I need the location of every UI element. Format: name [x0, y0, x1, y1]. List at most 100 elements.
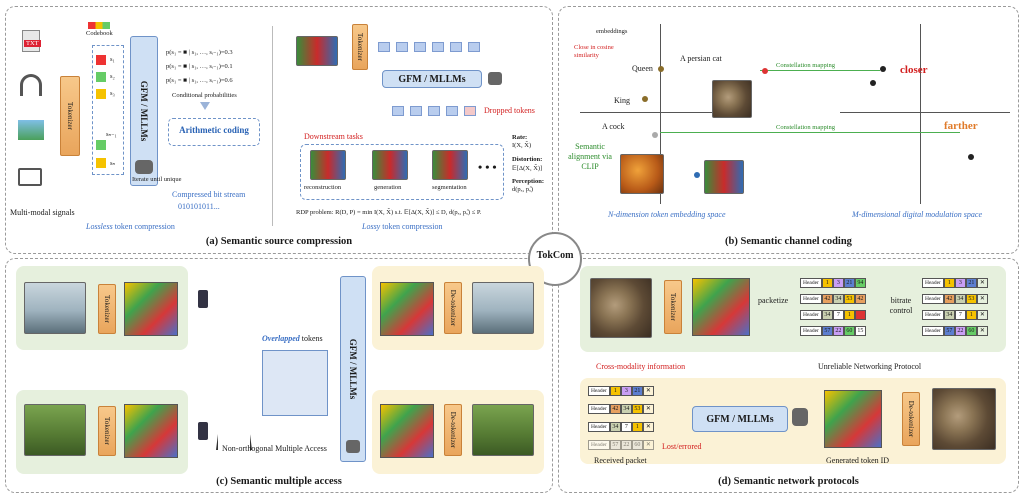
dot-m-1 — [880, 66, 886, 72]
divider-a — [272, 26, 273, 226]
rdp-problem: RDP problem: R(D, P) = min I(X, X̂) s.t.… — [296, 209, 482, 216]
tokenizer-a2: Tokenizer — [352, 24, 368, 70]
king-label: King — [614, 96, 630, 105]
cond-prob-label: Conditional probabilities — [172, 92, 237, 99]
embeddings-label: embeddings — [596, 28, 628, 35]
detok-c1: De-tokenizer — [444, 282, 462, 334]
receiver-cat-image — [932, 388, 996, 450]
robot-icon-a — [135, 160, 153, 174]
tok-row-top-2 — [396, 42, 408, 52]
user1-images — [24, 282, 86, 334]
dist-value: 𝔼[Δ(X, X̂)] — [512, 165, 543, 172]
tok-row-top-5 — [450, 42, 462, 52]
gfm-c: GFM / MLLMs — [340, 276, 366, 462]
prob-2: p(s₁ = ■ | s₁, …, sᵢ₋₁)=0.1 — [166, 63, 233, 70]
detok-c2: De-tokenizer — [444, 404, 462, 456]
constellation-label-1: Constellation mapping — [776, 62, 836, 69]
caption-a: (a) Semantic source compression — [205, 236, 353, 247]
arith-label: Arithmetic coding — [179, 125, 249, 135]
tok-green — [96, 72, 106, 82]
tasks-dots: • • • — [478, 160, 497, 174]
down-arrow-a — [200, 102, 210, 112]
robot-icon-a2 — [488, 72, 502, 85]
tok-row-mid-3 — [428, 106, 440, 116]
overlapped-grid — [262, 350, 328, 416]
phone-icon-1 — [198, 290, 208, 308]
task-reconstruction: reconstruction — [304, 184, 342, 191]
axis-n-vertical — [660, 24, 661, 204]
received-label: Received packet — [594, 456, 647, 465]
unreliable-label: Unreliable Networking Protocol — [818, 362, 922, 371]
closer-label: closer — [900, 64, 928, 76]
sender-cat-image — [590, 278, 652, 338]
tokenizer-c1: Tokenizer — [98, 284, 116, 334]
user2-images — [24, 404, 86, 456]
input-image-a — [296, 36, 338, 66]
m-space-label: M-dimensional digital modulation space — [852, 210, 982, 219]
cock-label: A cock — [602, 122, 625, 131]
tok-red — [96, 55, 106, 65]
tokenizer-d: Tokenizer — [664, 280, 682, 334]
rate-title: Rate: — [512, 134, 528, 141]
tok-s2: s₂ — [110, 73, 115, 80]
multimodal-label: Multi-modal signals — [10, 208, 75, 217]
token-grid-c1 — [124, 282, 178, 336]
tasks-box — [300, 144, 504, 200]
tokcom-label: TokCom — [536, 250, 574, 261]
dot-queen — [658, 66, 664, 72]
out-image-1 — [472, 282, 534, 334]
caption-c: (c) Semantic multiple access — [216, 476, 342, 487]
tok-row-top-6 — [468, 42, 480, 52]
lost-label: Lost/errored — [662, 442, 702, 451]
tok-s3: s₃ — [110, 90, 115, 97]
n-space-label: N-dimension token embedding space — [608, 210, 726, 219]
queen-label: Queen — [632, 64, 653, 73]
bits-label: 010101011... — [178, 202, 220, 211]
alignment-label: Semantic alignment via CLIP — [568, 142, 612, 171]
tok-yellow — [96, 89, 106, 99]
bitrate-label: bitrate control — [889, 296, 913, 315]
constellation-line-1 — [760, 70, 880, 71]
tok-dropped — [464, 106, 476, 116]
dropped-label: Dropped tokens — [484, 106, 535, 115]
iterate-label: Iterate until unique — [132, 176, 182, 183]
panel-c-frame — [5, 258, 553, 493]
dot-cat — [762, 68, 768, 74]
rate-value: I(X, X̂) — [512, 142, 532, 149]
noma-label: Non-orthogonal Multiple Access — [222, 444, 327, 453]
arith-box — [168, 118, 260, 146]
constellation-label-2: Constellation mapping — [776, 124, 836, 131]
dot-m-2 — [870, 80, 876, 86]
prob-3: p(s₁ = ■ | s₁, …, sᵢ₋₁)=0.6 — [166, 77, 233, 84]
codebook-swatch — [88, 22, 110, 29]
caption-d: (d) Semantic network protocols — [718, 476, 859, 487]
gfm-a2: GFM / MLLMs — [382, 70, 482, 88]
panel-a-frame — [5, 6, 553, 254]
task-img-3 — [432, 150, 468, 180]
downstream-label: Downstream tasks — [304, 132, 363, 141]
tok-yellow2 — [96, 158, 106, 168]
task-generation: generation — [374, 184, 402, 191]
axis-m-vertical — [920, 24, 921, 204]
tok-sn1: sₙ₋₁ — [106, 131, 117, 138]
task-img-1 — [310, 150, 346, 180]
packetize-label: packetize — [758, 296, 789, 305]
axis-n-horizontal — [580, 112, 750, 113]
token-cube-gen — [824, 390, 882, 448]
axis-m-horizontal — [840, 112, 1010, 113]
image-icon — [18, 120, 44, 140]
crossmod-label: Cross-modality information — [596, 362, 686, 371]
txt-label: TXT — [24, 40, 41, 47]
token-sequence-a — [92, 45, 124, 175]
